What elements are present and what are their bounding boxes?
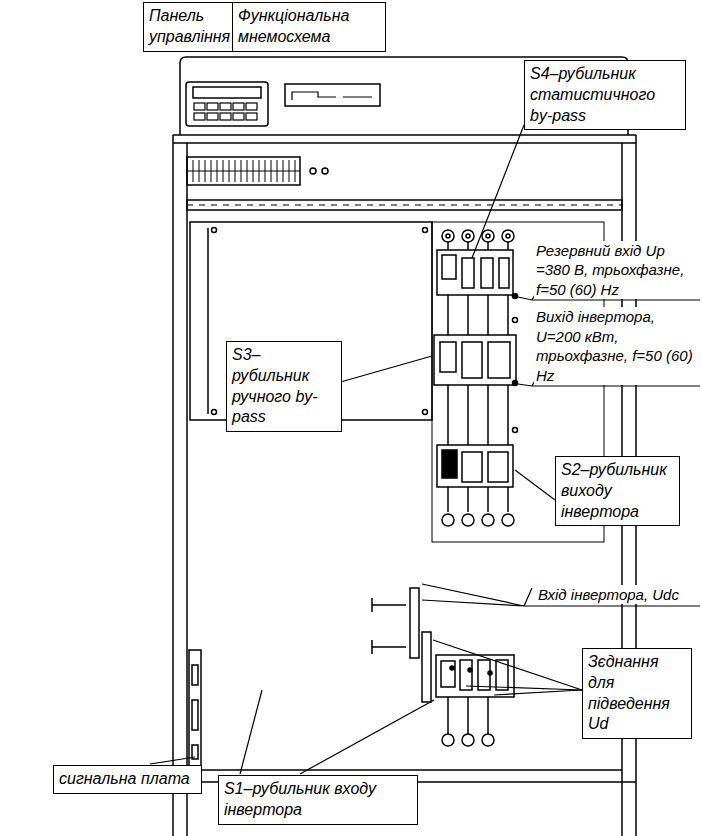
callout-box: S4–рубильник статистичного by-pass xyxy=(524,60,686,130)
callout-text: S2–рубильник виходу інвертора xyxy=(561,460,674,522)
callout-box: Панель управління xyxy=(143,2,239,52)
callout-box: S1–рубильник входу інвертора xyxy=(218,775,418,825)
callout-text: S1–рубильник входу інвертора xyxy=(224,779,412,821)
leader-label: Вхід інвертора, Udc xyxy=(536,585,700,605)
leader-label: Резервний вхід Uр =380 В, трьохфазне, f=… xyxy=(534,241,702,300)
leader-label: Вихід інвертора, U=200 кВт, трьохфазне, … xyxy=(534,307,702,385)
callout-box: S3–рубильник ручного by-pass xyxy=(226,341,342,432)
callout-box: Функціональна мнемосхема xyxy=(232,2,386,52)
callout-text: сигнальна плата xyxy=(59,769,196,790)
callout-text: Панель управління xyxy=(149,6,233,48)
callout-text: Зєднання для підведення Ud xyxy=(588,652,686,735)
callout-box: Зєднання для підведення Ud xyxy=(582,648,692,739)
callout-text: S3–рубильник ручного by-pass xyxy=(232,345,336,428)
callout-box: S2–рубильник виходу інвертора xyxy=(555,456,680,526)
callout-text: Функціональна мнемосхема xyxy=(238,6,380,48)
callout-text: S4–рубильник статистичного by-pass xyxy=(530,64,680,126)
callout-box: сигнальна плата xyxy=(53,765,202,794)
